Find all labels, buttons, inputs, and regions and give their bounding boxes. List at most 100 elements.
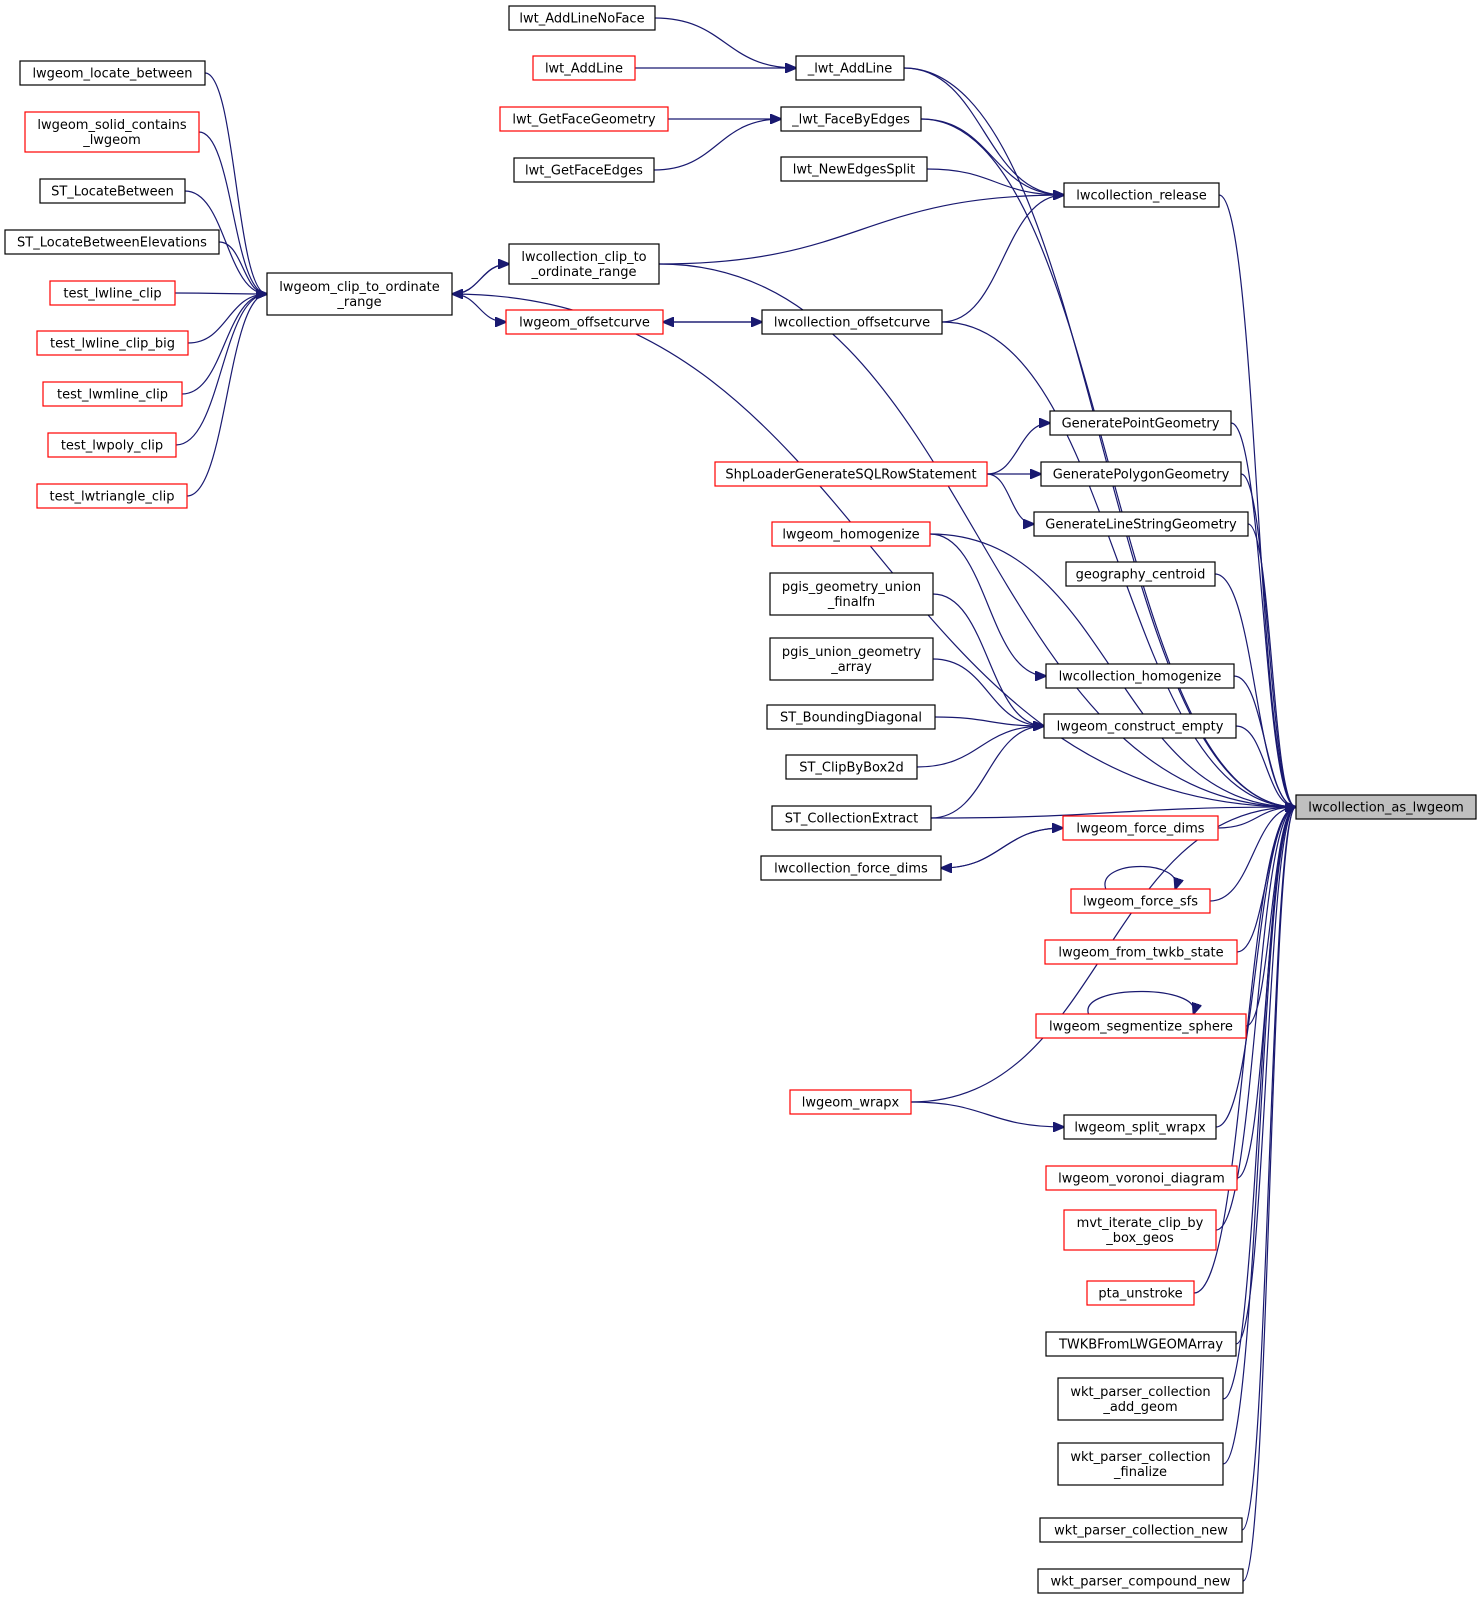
node-box	[769, 572, 934, 616]
node-lwgeom_voronoi_diagram[interactable]: lwgeom_voronoi_diagram	[1045, 1165, 1238, 1191]
node-box	[766, 704, 936, 730]
node-lwcollection_as_lwgeom[interactable]: lwcollection_as_lwgeom	[1295, 794, 1477, 820]
node-box	[1043, 713, 1237, 739]
node-ShpLoaderGenerateSQLRowStatement[interactable]: ShpLoaderGenerateSQLRowStatement	[714, 461, 988, 487]
node-test_lwline_clip_big[interactable]: test_lwline_clip_big	[36, 330, 189, 356]
node-box	[1045, 1165, 1238, 1191]
node-label: ST_LocateBetweenElevations	[17, 236, 207, 251]
node-GeneratePolygonGeometry[interactable]: GeneratePolygonGeometry	[1040, 461, 1242, 487]
node-box	[785, 754, 918, 780]
node-geography_centroid[interactable]: geography_centroid	[1065, 561, 1216, 587]
node-lwgeom_homogenize[interactable]: lwgeom_homogenize	[771, 521, 931, 547]
node-lwgeom_locate_between[interactable]: lwgeom_locate_between	[19, 60, 206, 86]
node-ST_ClipByBox2d[interactable]: ST_ClipByBox2d	[785, 754, 918, 780]
node-lwgeom_construct_empty[interactable]: lwgeom_construct_empty	[1043, 713, 1237, 739]
edge-lwgeom_wrapx-to-lwgeom_split_wrapx	[910, 1101, 1064, 1127]
node-label: _add_geom	[1102, 1400, 1177, 1415]
node-ST_LocateBetweenElevations[interactable]: ST_LocateBetweenElevations	[4, 229, 220, 255]
edge-lwt_GetFaceEdges-to-_lwt_FaceByEdges	[653, 119, 781, 171]
edge-test_lwtriangle_clip-to-lwgeom_clip_to_ordinate_range	[186, 294, 267, 497]
edge-lwgeom_locate_between-to-lwgeom_clip_to_ordinate_range	[204, 72, 267, 294]
edge-wkt_parser_collection_new-to-lwcollection_as_lwgeom	[1241, 807, 1296, 1531]
node-lwt_AddLine[interactable]: lwt_AddLine	[532, 55, 636, 81]
node-label: lwcollection_release	[1076, 189, 1207, 204]
edge-lwt_NewEdgesSplit-to-lwcollection_release	[926, 168, 1064, 195]
node-label: lwcollection_offsetcurve	[774, 316, 930, 331]
node-box	[508, 243, 660, 285]
node-lwcollection_release[interactable]: lwcollection_release	[1063, 182, 1220, 208]
node-lwgeom_segmentize_sphere[interactable]: lwgeom_segmentize_sphere	[1035, 1013, 1247, 1039]
node-_lwt_FaceByEdges[interactable]: _lwt_FaceByEdges	[780, 106, 922, 132]
node-box	[19, 60, 206, 86]
node-TWKBFromLWGEOMArray[interactable]: TWKBFromLWGEOMArray	[1045, 1331, 1237, 1357]
node-ST_LocateBetween[interactable]: ST_LocateBetween	[39, 178, 186, 204]
node-label: GeneratePolygonGeometry	[1053, 468, 1230, 483]
edge-TWKBFromLWGEOMArray-to-lwcollection_as_lwgeom	[1235, 807, 1296, 1345]
edge-lwgeom_force_dims-to-lwcollection_force_dims	[941, 827, 1064, 868]
node-GenerateLineStringGeometry[interactable]: GenerateLineStringGeometry	[1033, 511, 1249, 537]
node-GeneratePointGeometry[interactable]: GeneratePointGeometry	[1049, 410, 1232, 436]
node-test_lwline_clip[interactable]: test_lwline_clip	[49, 280, 176, 306]
node-mvt_iterate_clip_by_box_geos[interactable]: mvt_iterate_clip_by_box_geos	[1063, 1209, 1217, 1251]
node-box	[1057, 1377, 1224, 1421]
edge-lwcollection_offsetcurve-to-lwcollection_release	[941, 195, 1064, 323]
node-pgis_union_geometry_array[interactable]: pgis_union_geometry_array	[769, 637, 934, 681]
node-box	[1033, 511, 1249, 537]
node-label: lwgeom_solid_contains	[37, 118, 187, 133]
node-ST_BoundingDiagonal[interactable]: ST_BoundingDiagonal	[766, 704, 936, 730]
node-pta_unstroke[interactable]: pta_unstroke	[1086, 1280, 1195, 1306]
edge-mvt_iterate_clip_by_box_geos-to-lwcollection_as_lwgeom	[1215, 807, 1296, 1231]
edge-wkt_parser_compound_new-to-lwcollection_as_lwgeom	[1242, 807, 1296, 1582]
edge-lwgeom_clip_to_ordinate_range-to-lwcollection_clip_to_ordinate_range	[451, 264, 509, 295]
node-lwgeom_force_sfs[interactable]: lwgeom_force_sfs	[1070, 888, 1211, 914]
node-box	[760, 855, 942, 881]
edge-lwgeom_segmentize_sphere-to-lwcollection_as_lwgeom	[1245, 807, 1296, 1027]
edge-lwgeom_clip_to_ordinate_range-to-lwgeom_offsetcurve	[451, 293, 506, 322]
node-lwt_NewEdgesSplit[interactable]: lwt_NewEdgesSplit	[780, 156, 928, 182]
node-ST_CollectionExtract[interactable]: ST_CollectionExtract	[771, 805, 932, 831]
node-lwgeom_wrapx[interactable]: lwgeom_wrapx	[789, 1089, 912, 1115]
node-label: _finalize	[1113, 1465, 1167, 1480]
node-wkt_parser_compound_new[interactable]: wkt_parser_compound_new	[1037, 1568, 1244, 1594]
node-box	[4, 229, 220, 255]
node-lwgeom_force_dims[interactable]: lwgeom_force_dims	[1062, 815, 1219, 841]
node-label: wkt_parser_collection_new	[1054, 1524, 1228, 1539]
node-lwgeom_clip_to_ordinate_range[interactable]: lwgeom_clip_to_ordinate_range	[266, 272, 453, 316]
node-lwt_GetFaceEdges[interactable]: lwt_GetFaceEdges	[513, 157, 655, 183]
node-lwcollection_offsetcurve[interactable]: lwcollection_offsetcurve	[761, 309, 943, 335]
edge-wkt_parser_collection_finalize-to-lwcollection_as_lwgeom	[1222, 807, 1296, 1465]
node-lwgeom_split_wrapx[interactable]: lwgeom_split_wrapx	[1063, 1114, 1217, 1140]
node-lwgeom_solid_contains_lwgeom[interactable]: lwgeom_solid_contains_lwgeom	[24, 111, 200, 153]
node-box	[771, 805, 932, 831]
node-lwcollection_clip_to_ordinate_range[interactable]: lwcollection_clip_to_ordinate_range	[508, 243, 660, 285]
node-wkt_parser_collection_finalize[interactable]: wkt_parser_collection_finalize	[1057, 1442, 1224, 1486]
node-wkt_parser_collection_add_geom[interactable]: wkt_parser_collection_add_geom	[1057, 1377, 1224, 1421]
node-box	[780, 106, 922, 132]
node-lwgeom_offsetcurve[interactable]: lwgeom_offsetcurve	[505, 309, 664, 335]
node-test_lwpoly_clip[interactable]: test_lwpoly_clip	[47, 432, 177, 458]
node-box	[1044, 939, 1238, 965]
node-label: lwgeom_construct_empty	[1057, 720, 1224, 735]
node-label: _ordinate_range	[530, 265, 636, 280]
node-box	[771, 521, 931, 547]
node-label: pgis_geometry_union	[782, 580, 921, 595]
node-lwt_GetFaceGeometry[interactable]: lwt_GetFaceGeometry	[499, 106, 669, 132]
node-label: _lwt_FaceByEdges	[791, 113, 910, 128]
node-test_lwmline_clip[interactable]: test_lwmline_clip	[42, 381, 183, 407]
node-label: lwgeom_force_dims	[1076, 822, 1204, 837]
node-pgis_geometry_union_finalfn[interactable]: pgis_geometry_union_finalfn	[769, 572, 934, 616]
node-box	[1063, 1114, 1217, 1140]
node-label: ST_LocateBetween	[51, 185, 174, 200]
node-label: pgis_union_geometry	[782, 645, 921, 660]
node-wkt_parser_collection_new[interactable]: wkt_parser_collection_new	[1039, 1517, 1243, 1543]
node-box	[1045, 1331, 1237, 1357]
edge-lwt_AddLineNoFace-to-_lwt_AddLine	[654, 17, 796, 68]
node-lwt_AddLineNoFace[interactable]: lwt_AddLineNoFace	[508, 5, 656, 31]
node-lwcollection_force_dims[interactable]: lwcollection_force_dims	[760, 855, 942, 881]
node-label: ST_CollectionExtract	[785, 812, 919, 827]
node-label: wkt_parser_collection	[1070, 1385, 1210, 1400]
node-test_lwtriangle_clip[interactable]: test_lwtriangle_clip	[36, 483, 188, 509]
node-lwgeom_from_twkb_state[interactable]: lwgeom_from_twkb_state	[1044, 939, 1238, 965]
node-lwcollection_homogenize[interactable]: lwcollection_homogenize	[1045, 663, 1235, 689]
node-_lwt_AddLine[interactable]: _lwt_AddLine	[795, 55, 905, 81]
